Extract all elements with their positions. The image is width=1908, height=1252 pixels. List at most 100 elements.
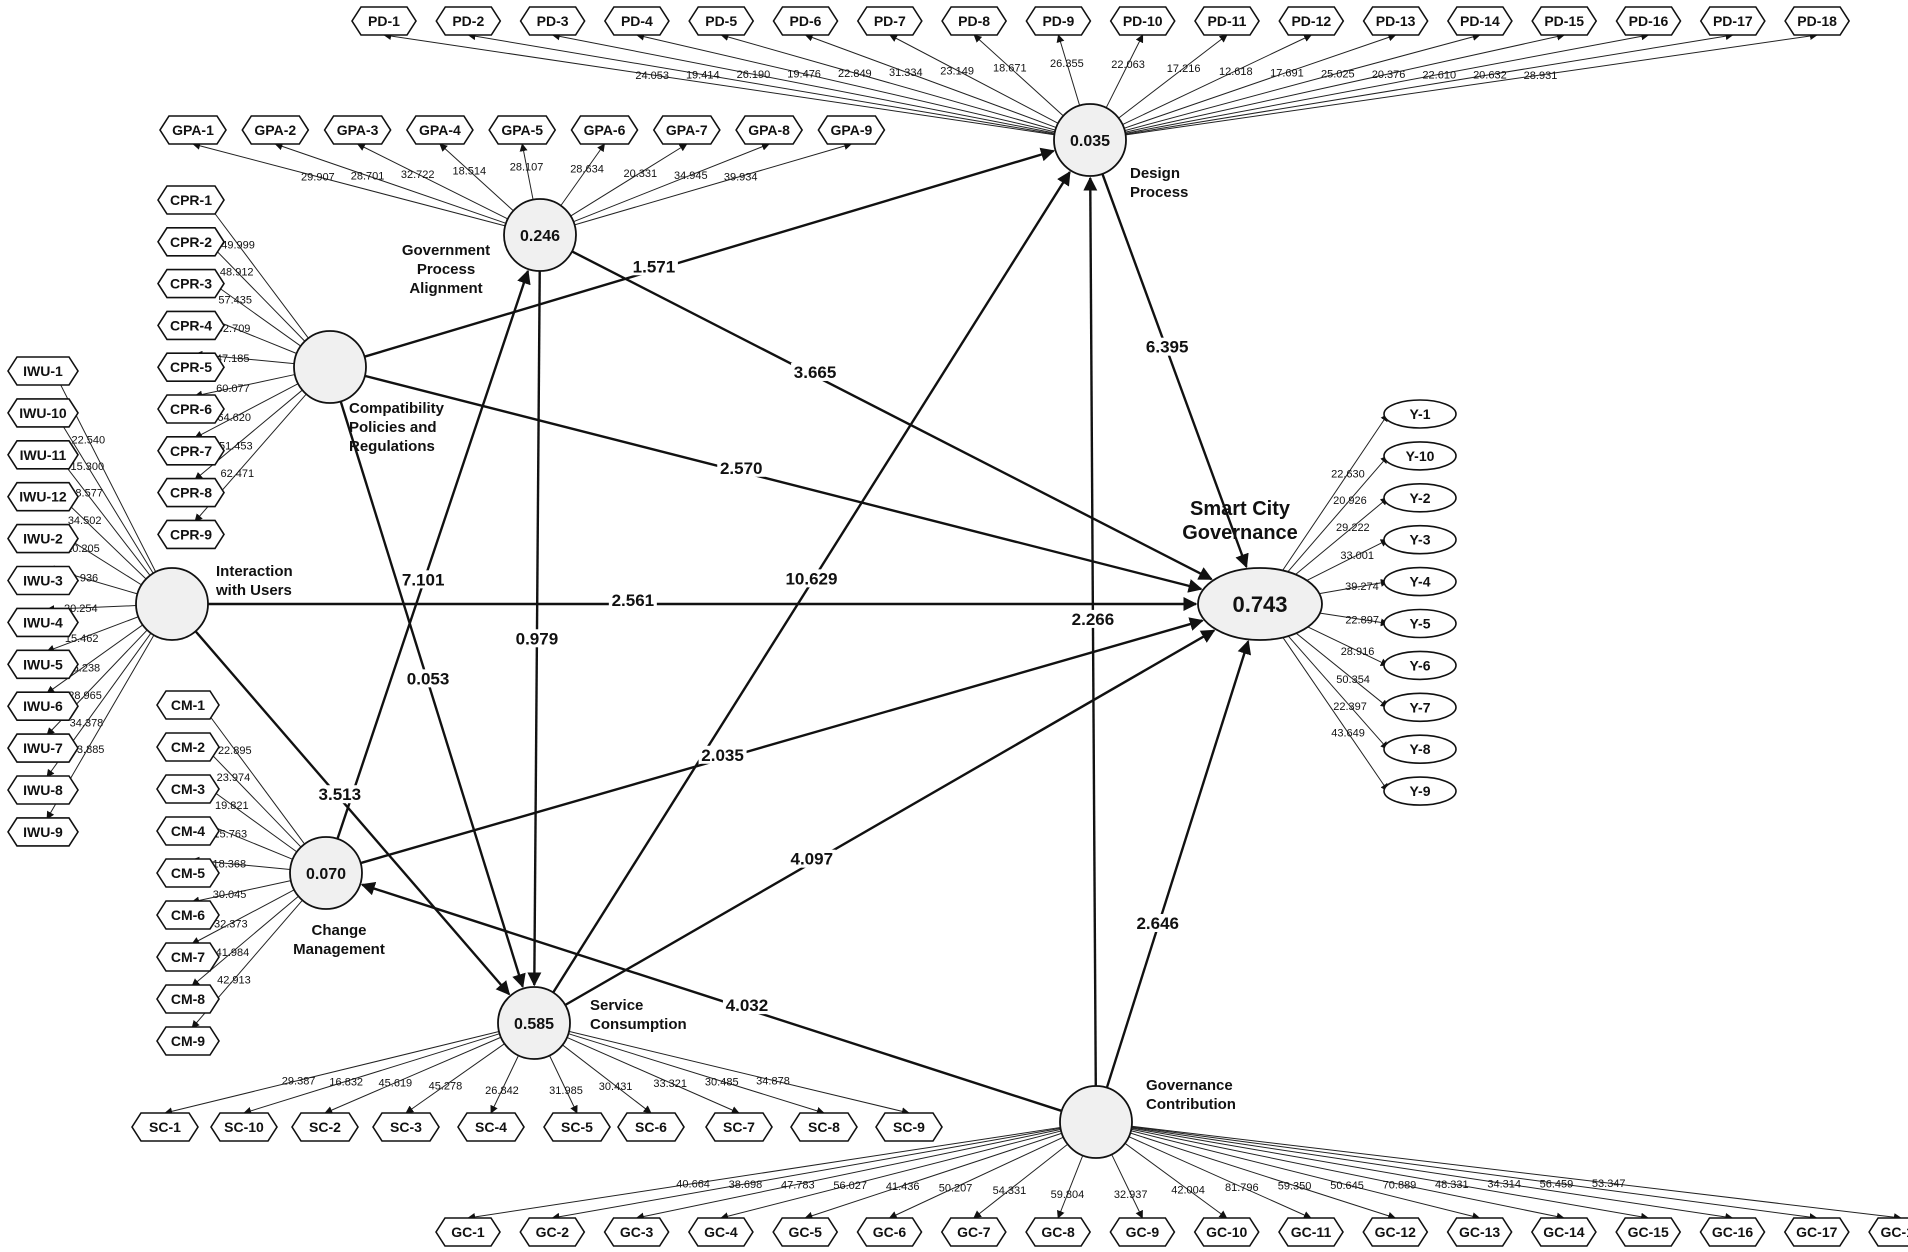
indicator-gc-4: GC-4 <box>687 1217 754 1247</box>
indicator-sc-1: SC-1 <box>131 1112 199 1142</box>
indicator-gpa-7: GPA-7 <box>652 115 721 145</box>
indicator-edge <box>720 33 1056 131</box>
indicator-label: CPR-5 <box>170 359 212 375</box>
path-pd-to-y <box>1101 173 1249 569</box>
indicator-box <box>772 6 839 36</box>
loading-value: 28.916 <box>1341 646 1375 658</box>
indicator-label: GPA-3 <box>337 122 379 138</box>
indicator-label: IWU-12 <box>19 489 67 505</box>
indicator-label: GC-15 <box>1628 1224 1669 1240</box>
indicator-box <box>156 942 220 972</box>
construct-name: Governance <box>1182 522 1298 544</box>
indicator-edge <box>635 1128 1061 1221</box>
loading-value: 60.077 <box>216 383 250 395</box>
loading-value: 32.937 <box>1114 1189 1148 1201</box>
construct-name: Contribution <box>1146 1096 1236 1113</box>
loading-value: 28.107 <box>510 161 544 173</box>
indicator-box <box>157 394 225 424</box>
indicator-box <box>157 227 225 257</box>
indicator-label: GPA-6 <box>584 122 626 138</box>
indicator-iwu-3: IWU-3 <box>7 565 79 596</box>
path-sc-to-y <box>564 629 1216 1007</box>
indicator-box <box>7 356 79 386</box>
indicator-label: GC-13 <box>1459 1224 1500 1240</box>
indicator-box <box>156 690 220 720</box>
indicator-iwu-5: IWU-5 <box>7 649 79 680</box>
construct-name: Service <box>590 997 643 1014</box>
path-coefficient: 3.513 <box>319 785 362 804</box>
indicator-y-2: Y-2 <box>1383 482 1457 513</box>
indicator-label: GC-16 <box>1712 1224 1753 1240</box>
indicator-y-4: Y-4 <box>1383 566 1457 597</box>
path-cm-to-gpa <box>336 269 531 840</box>
loading-value: 22.849 <box>838 68 872 80</box>
indicator-box <box>1383 692 1457 723</box>
indicator-cpr-9: CPR-9 <box>157 519 225 550</box>
indicator-gpa-6: GPA-6 <box>570 115 639 145</box>
indicator-edge <box>324 1036 502 1114</box>
indicator-gc-3: GC-3 <box>603 1217 670 1247</box>
loading-value: 59.350 <box>1278 1181 1312 1193</box>
indicator-iwu-10: IWU-10 <box>7 398 79 428</box>
indicator-iwu-1: IWU-1 <box>7 356 79 386</box>
indicator-sc-2: SC-2 <box>291 1112 359 1142</box>
indicator-pd-15: PD-15 <box>1531 6 1598 36</box>
indicator-label: PD-17 <box>1713 13 1753 29</box>
indicator-label: GC-5 <box>788 1224 822 1240</box>
indicator-y-3: Y-3 <box>1383 524 1457 555</box>
indicator-iwu-11: IWU-11 <box>7 439 79 470</box>
loading-value: 28.931 <box>1524 70 1558 82</box>
construct-name: Design <box>1130 165 1180 182</box>
indicator-box <box>156 900 220 930</box>
indicator-box <box>1109 6 1176 36</box>
indicator-gc-2: GC-2 <box>519 1217 586 1247</box>
indicator-pd-5: PD-5 <box>688 6 755 36</box>
indicator-edge <box>549 1055 578 1114</box>
indicator-box <box>7 691 79 722</box>
indicator-box <box>241 115 310 145</box>
loading-value: 22.397 <box>1333 701 1367 713</box>
indicator-gc-8: GC-8 <box>1025 1217 1092 1247</box>
indicator-edge <box>1131 1126 1734 1221</box>
indicator-cm-4: CM-4 <box>156 816 220 846</box>
indicator-label: Y-6 <box>1409 657 1430 673</box>
loading-value: 42.913 <box>217 974 251 986</box>
loading-value: 29.907 <box>301 172 335 184</box>
indicator-gc-16: GC-16 <box>1699 1217 1766 1247</box>
indicator-box <box>1446 6 1513 36</box>
construct-node <box>293 330 367 404</box>
indicator-box <box>1383 608 1457 639</box>
indicator-edge <box>1123 33 1397 129</box>
construct-name: with Users <box>215 582 292 599</box>
construct-name: Governance <box>1146 1077 1233 1094</box>
loading-value: 64.620 <box>217 412 251 424</box>
loading-value: 28.634 <box>570 164 604 176</box>
indicator-edge <box>560 143 605 206</box>
indicator-box <box>617 1112 685 1142</box>
indicator-box <box>570 115 639 145</box>
indicator-iwu-2: IWU-2 <box>7 523 79 554</box>
indicator-edge <box>1131 1126 1818 1222</box>
path-label-bg <box>787 569 836 588</box>
indicator-edge <box>566 1037 740 1114</box>
indicator-label: CPR-2 <box>170 234 212 250</box>
indicator-label: CM-9 <box>171 1033 205 1049</box>
loading-value: 25.025 <box>1321 68 1355 80</box>
indicator-sc-8: SC-8 <box>790 1112 858 1142</box>
indicator-box <box>603 6 670 36</box>
path-label-bg <box>717 458 766 477</box>
path-gpa-to-sc <box>527 270 542 987</box>
indicator-box <box>7 439 79 470</box>
indicator-label: GC-6 <box>873 1224 907 1240</box>
indicator-edge <box>164 1031 500 1116</box>
indicator-label: GC-3 <box>620 1224 654 1240</box>
indicator-gc-9: GC-9 <box>1109 1217 1176 1247</box>
loading-value: 30.431 <box>599 1081 633 1093</box>
indicator-gpa-4: GPA-4 <box>405 115 474 145</box>
indicator-label: PD-6 <box>790 13 822 29</box>
indicator-edge <box>1131 1127 1649 1221</box>
indicator-label: CM-7 <box>171 949 205 965</box>
construct-node <box>135 567 209 641</box>
indicator-iwu-6: IWU-6 <box>7 691 79 722</box>
